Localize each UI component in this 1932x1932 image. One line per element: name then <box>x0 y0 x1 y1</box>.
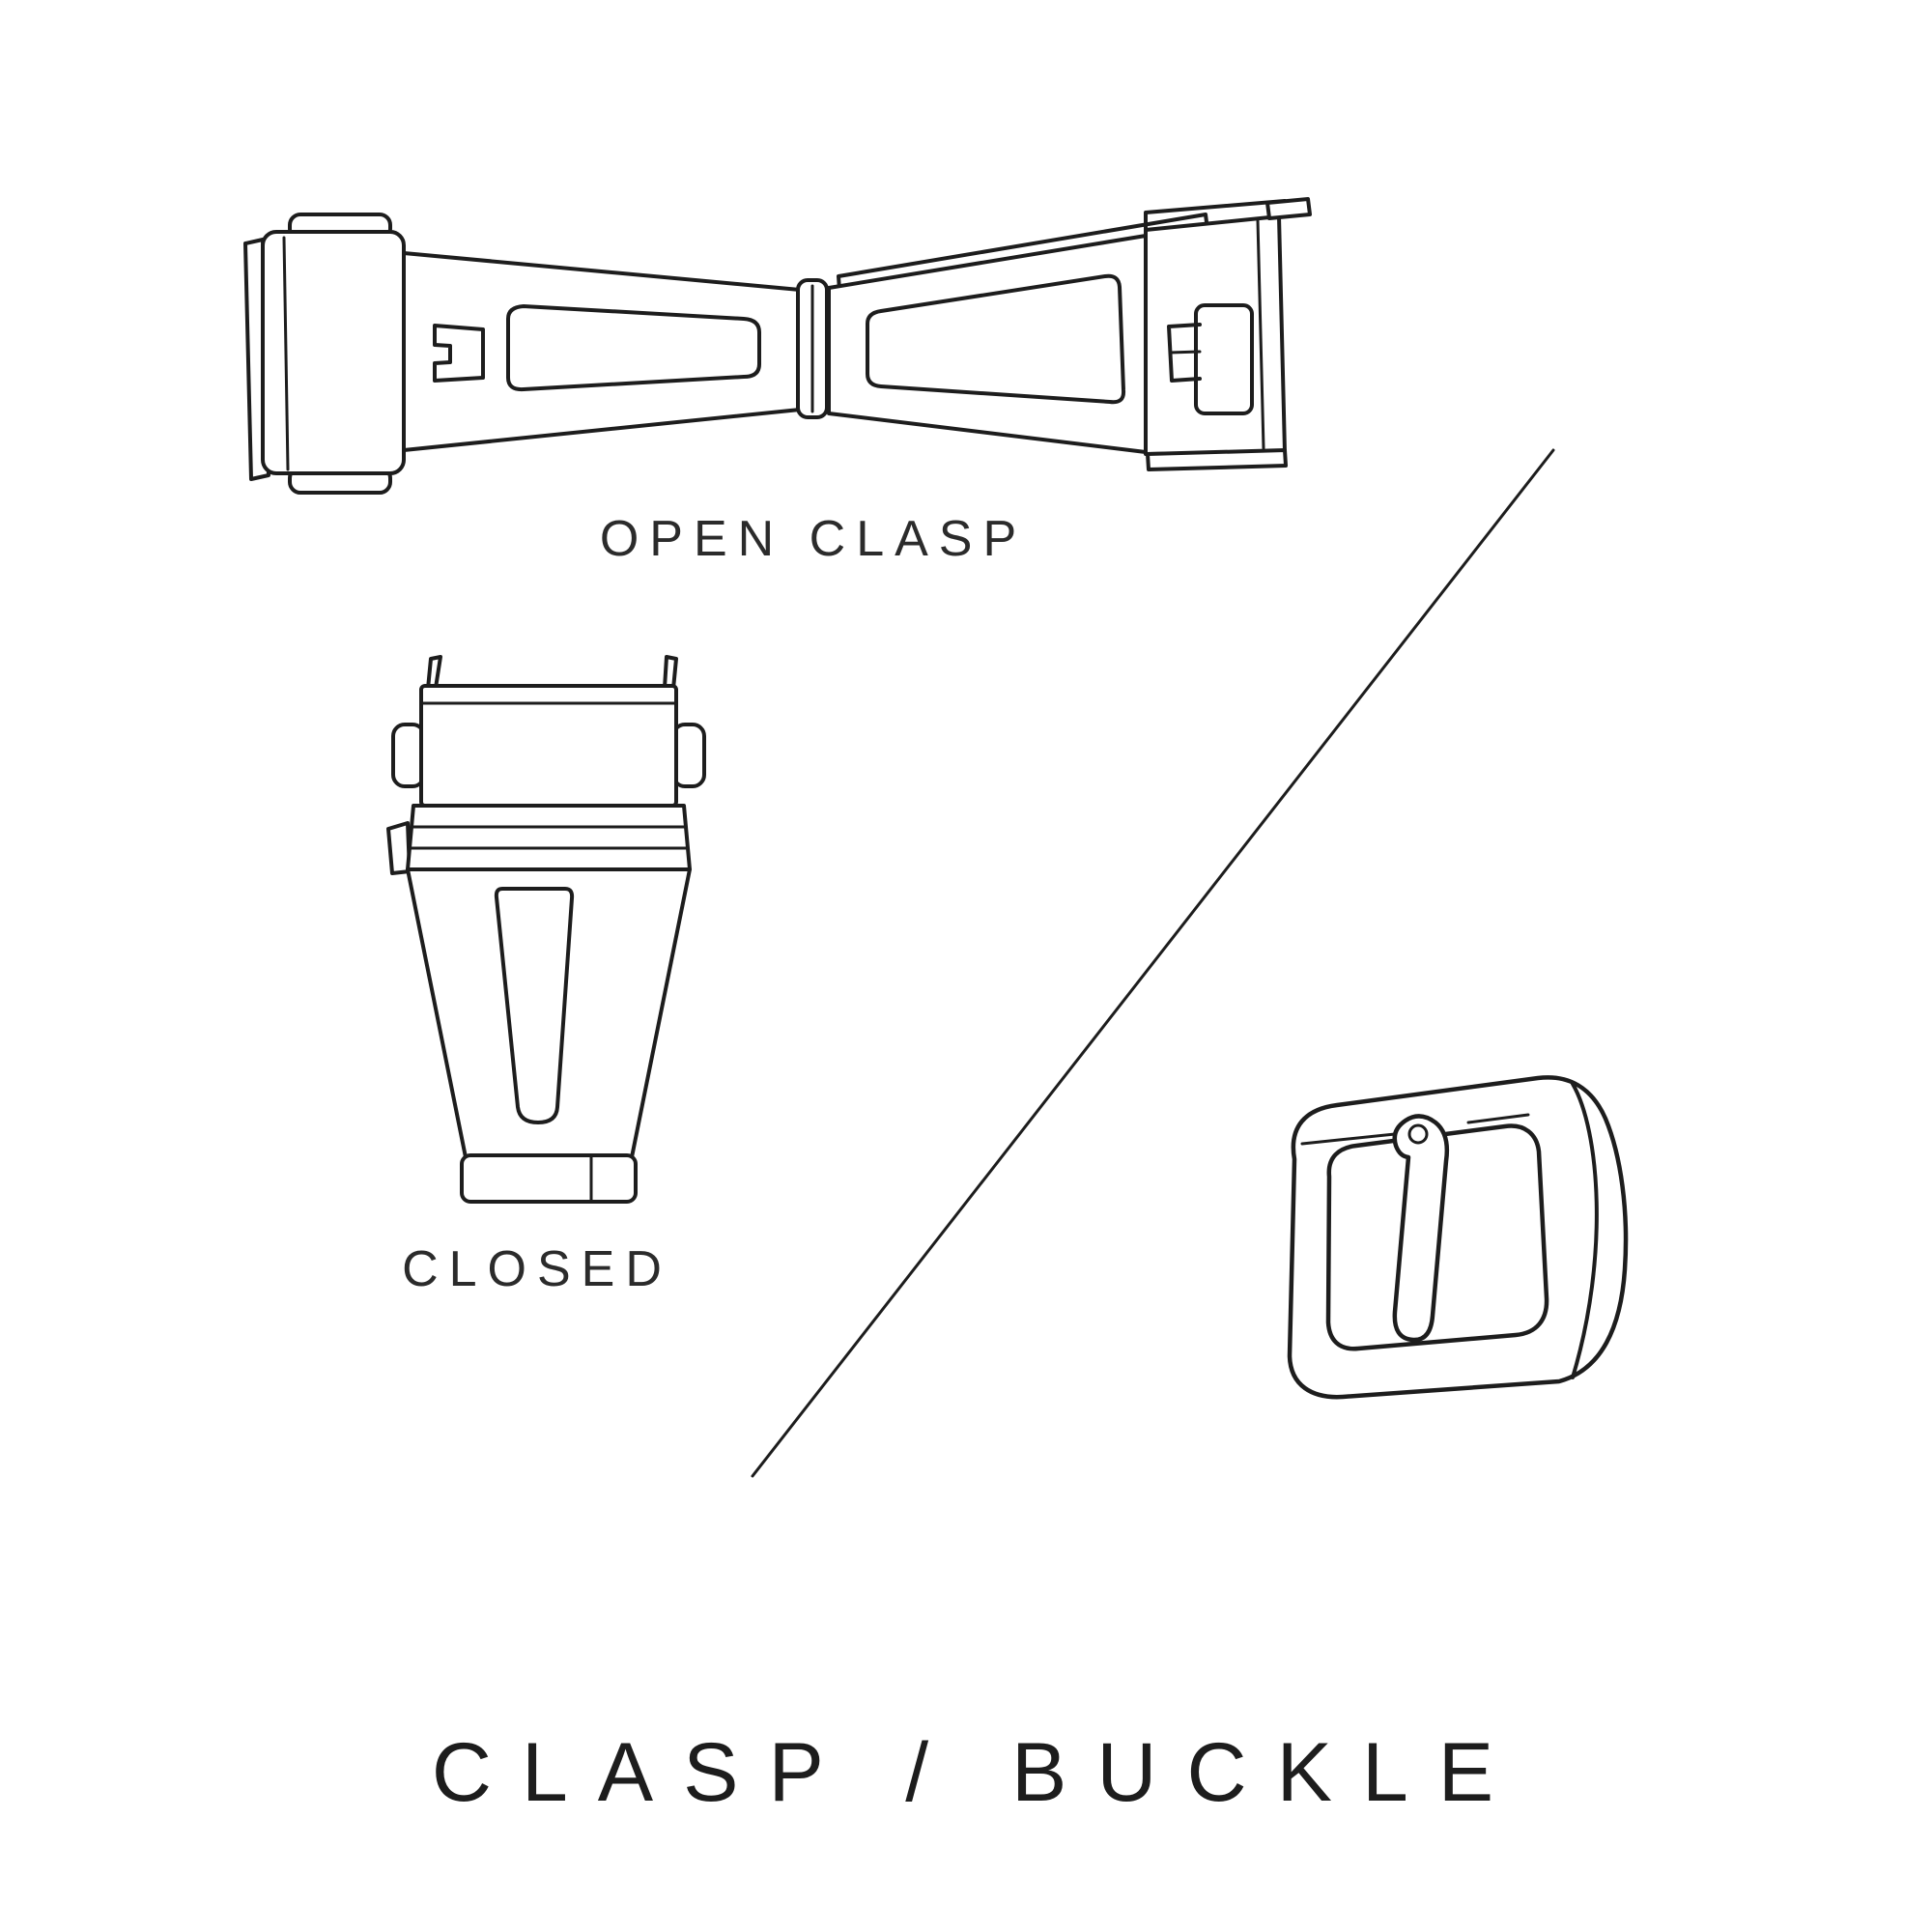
clasp-end-fold-line <box>1256 218 1265 450</box>
clasp-right-window <box>866 273 1126 405</box>
closed-window <box>494 887 575 1124</box>
buckle-springbar-right <box>1466 1113 1530 1124</box>
page-title: CLASP / BUCKLE <box>431 1726 1524 1819</box>
closed-band <box>406 804 692 871</box>
open-clasp-label: OPEN CLASP <box>599 511 1028 567</box>
divider-line <box>751 448 1555 1478</box>
closed-clasp-illustration <box>386 655 706 1204</box>
clasp-end-hook-line <box>1168 350 1202 355</box>
buckle-tang-pivot <box>1407 1123 1429 1145</box>
closed-bottom-bar <box>460 1153 638 1204</box>
clasp-left-hook-notch <box>433 324 485 383</box>
open-clasp-illustration <box>243 197 1312 495</box>
clasp-left-window <box>506 304 761 392</box>
closed-label: CLOSED <box>402 1241 672 1297</box>
buckle-springbar-left <box>1300 1132 1397 1146</box>
buckle-tang <box>1392 1114 1450 1343</box>
clasp-end-top-tab <box>1265 197 1312 220</box>
clasp-end-cutout <box>1194 303 1254 415</box>
tang-buckle-illustration <box>1287 1075 1629 1400</box>
clasp-cover-fold-line <box>282 236 290 471</box>
clasp-end-foot <box>1146 448 1288 471</box>
buckle-band-curve <box>1571 1082 1599 1379</box>
